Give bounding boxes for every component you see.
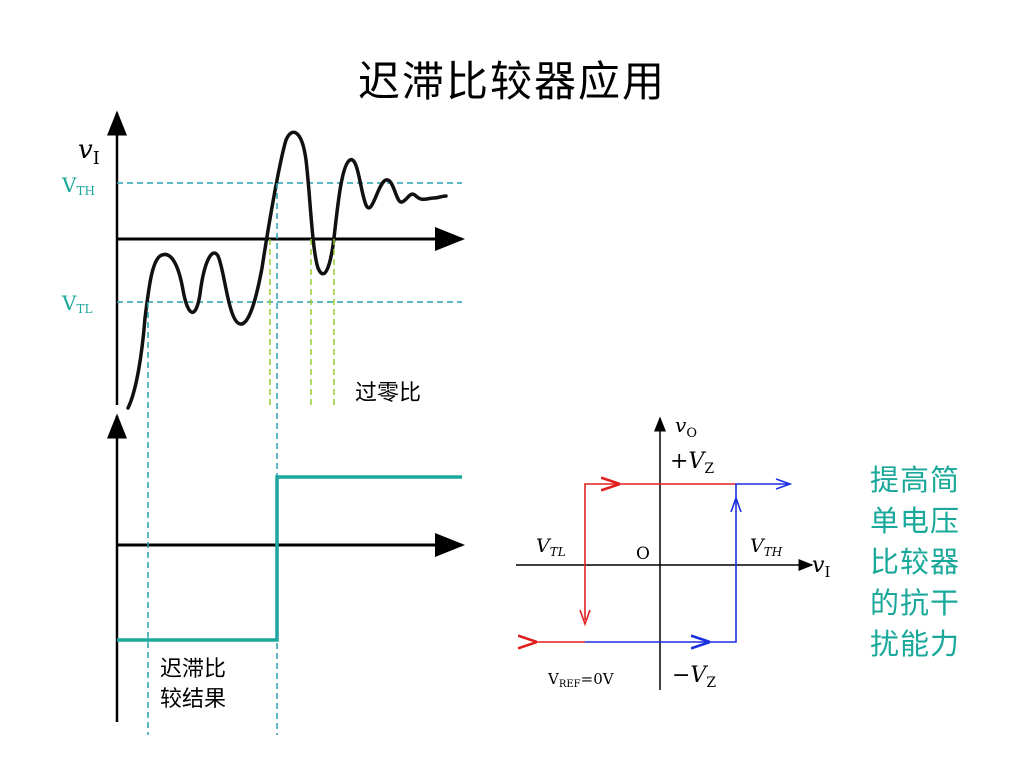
annotation-line-2: 单电压 [870, 504, 961, 538]
hysteresis-output-step [117, 475, 462, 642]
transfer-characteristic-diagram: vO +VZ VTL O VTH vI −VZ VREF=0V [516, 413, 830, 691]
blue-rising-branch [705, 483, 790, 643]
vtl-transfer-label: VTL [536, 535, 566, 559]
vth-label: VTH [61, 173, 95, 198]
input-signal-curve [126, 130, 448, 410]
vo-axis-label: vO [675, 413, 697, 441]
hysteresis-result-label-line2: 较结果 [160, 687, 226, 712]
positive-vz-label: +VZ [670, 449, 714, 477]
vref-label: VREF=0V [547, 670, 615, 690]
annotation-line-5: 扰能力 [870, 627, 961, 661]
red-falling-branch [584, 483, 617, 620]
blue-right-arrowhead [775, 478, 793, 490]
vth-transfer-label: VTH [750, 535, 783, 559]
input-waveform-plot: vI VTH VTL 过零比 [61, 110, 465, 410]
hysteresis-result-label-line1: 迟滞比 [160, 657, 226, 682]
vtl-label: VTL [61, 291, 92, 316]
annotation-line-3: 比较器 [870, 545, 961, 579]
blue-up-arrowhead [730, 495, 742, 513]
annotation-line-4: 的抗干 [870, 586, 961, 620]
vi-axis-label: vI [812, 553, 830, 581]
negative-vz-label: −VZ [672, 663, 716, 691]
output-waveform-plot: 迟滞比 较结果 [107, 183, 465, 735]
red-down-arrowhead [579, 609, 591, 627]
annotation-note: 提高简 单电压 比较器 的抗干 扰能力 [870, 460, 980, 665]
annotation-line-1: 提高简 [870, 463, 961, 497]
origin-label: O [636, 544, 650, 564]
slide-title: 迟滞比较器应用 [357, 57, 666, 106]
waveform-y-label: vI [78, 135, 100, 169]
zero-crossing-label: 过零比 [355, 381, 421, 406]
